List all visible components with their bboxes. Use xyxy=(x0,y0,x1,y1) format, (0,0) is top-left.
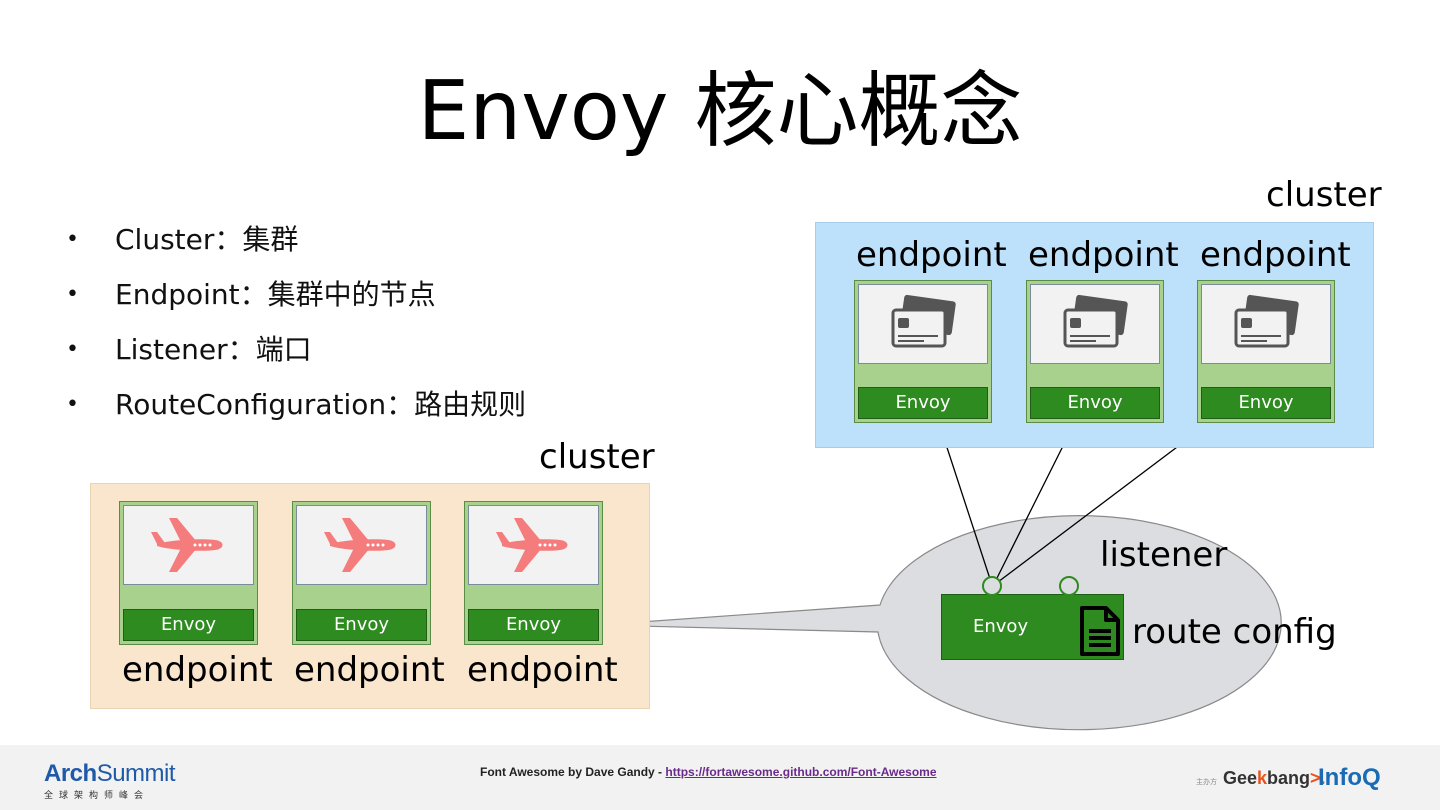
logo-geek-small: 主办方 xyxy=(1196,779,1217,786)
logo-summit-text: Summit xyxy=(96,760,176,787)
bullet-text: Cluster：集群 xyxy=(115,223,299,256)
credit-link[interactable]: https://fortawesome.github.com/Font-Awes… xyxy=(665,765,937,779)
footer-bar xyxy=(0,745,1440,810)
plane-icon xyxy=(495,518,567,572)
logo-arch-sub: 全球架构师峰会 xyxy=(44,790,150,800)
bullet-dot: • xyxy=(66,392,79,417)
bullet-dot: • xyxy=(66,282,79,307)
endpoint-node: Envoy xyxy=(464,501,603,645)
infoq-logo: InfoQ xyxy=(1318,764,1381,791)
bullet-text: Endpoint：集群中的节点 xyxy=(115,278,436,311)
geekbang-logo: 主办方 Geekbang>. xyxy=(1196,768,1326,789)
bullet-text: Listener：端口 xyxy=(115,333,312,366)
endpoint-node: Envoy xyxy=(1197,280,1335,423)
endpoint-image xyxy=(296,505,427,585)
logo-geek-c: bang xyxy=(1267,768,1311,788)
endpoint-image xyxy=(1030,284,1160,364)
endpoint-label: endpoint xyxy=(1028,235,1179,275)
listener-envoy-box: Envoy xyxy=(941,594,1124,660)
font-awesome-credit: Font Awesome by Dave Gandy - https://for… xyxy=(480,765,937,779)
envoy-proxy: Envoy xyxy=(858,387,988,419)
credit-text: Font Awesome by Dave Gandy - xyxy=(480,765,666,779)
endpoint-node: Envoy xyxy=(854,280,992,423)
archsummit-logo: ArchSummit 全球架构师峰会 xyxy=(44,760,176,801)
endpoint-label: endpoint xyxy=(467,650,618,690)
endpoint-label: endpoint xyxy=(294,650,445,690)
credit-card-icon xyxy=(1063,294,1128,348)
logo-arch-main: ArchSummit xyxy=(44,760,176,788)
bullet-item: • RouteConfiguration：路由规则 xyxy=(60,377,526,432)
logo-geek-d: >. xyxy=(1310,768,1326,788)
route-config-label: route config xyxy=(1132,612,1337,652)
page-title: Envoy 核心概念 xyxy=(417,64,1023,159)
endpoint-node: Envoy xyxy=(292,501,431,645)
envoy-proxy: Envoy xyxy=(1030,387,1160,419)
plane-icon xyxy=(150,518,222,572)
credit-card-icon xyxy=(1234,294,1299,348)
bullet-item: • Endpoint：集群中的节点 xyxy=(60,267,526,322)
endpoint-node: Envoy xyxy=(119,501,258,645)
logo-geek-b: k xyxy=(1257,768,1268,788)
bullet-dot: • xyxy=(66,227,79,252)
endpoint-image xyxy=(123,505,254,585)
envoy-proxy: Envoy xyxy=(123,609,254,641)
endpoint-image xyxy=(858,284,988,364)
bullet-text: RouteConfiguration：路由规则 xyxy=(115,388,527,421)
envoy-proxy: Envoy xyxy=(1201,387,1331,419)
endpoint-label: endpoint xyxy=(1200,235,1351,275)
endpoint-label: endpoint xyxy=(856,235,1007,275)
endpoint-image xyxy=(468,505,599,585)
endpoint-node: Envoy xyxy=(1026,280,1164,423)
logo-geek-a: Gee xyxy=(1223,768,1258,788)
bullet-item: • Cluster：集群 xyxy=(60,212,526,267)
plane-icon xyxy=(323,518,395,572)
envoy-proxy: Envoy xyxy=(296,609,427,641)
listener-label: listener xyxy=(1100,535,1228,575)
endpoint-label: endpoint xyxy=(122,650,273,690)
endpoint-image xyxy=(1201,284,1331,364)
file-icon xyxy=(1080,606,1120,656)
listener-envoy-label: Envoy xyxy=(973,616,1029,637)
listener-bubble xyxy=(597,515,1282,731)
envoy-proxy: Envoy xyxy=(468,609,599,641)
bullet-list: • Cluster：集群 • Endpoint：集群中的节点 • Listener：端… xyxy=(60,212,526,432)
top-cluster-label: cluster xyxy=(1266,175,1382,215)
bottom-cluster-label: cluster xyxy=(539,437,655,477)
logo-arch-text: Arch xyxy=(44,760,97,787)
credit-card-icon xyxy=(891,294,956,348)
bullet-item: • Listener：端口 xyxy=(60,322,526,377)
bullet-dot: • xyxy=(66,337,79,362)
